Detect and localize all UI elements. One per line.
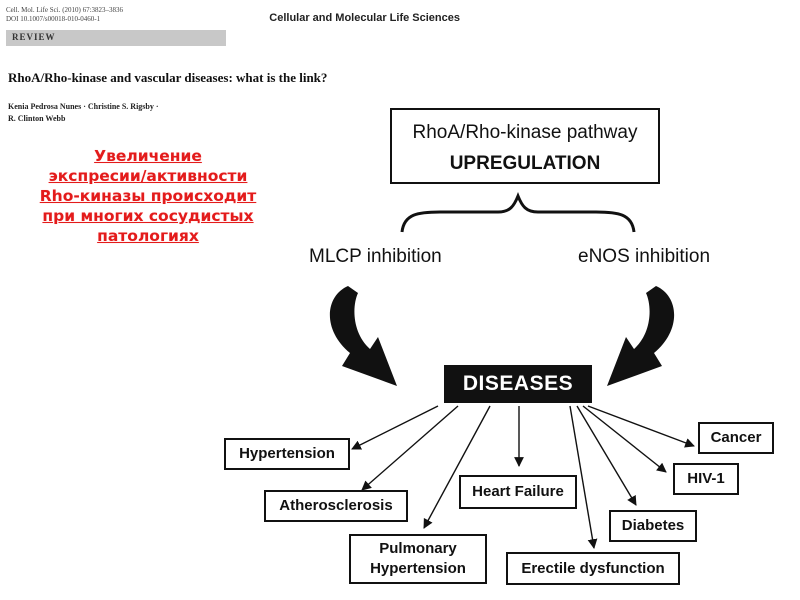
mlcp-inhibition-label: MLCP inhibition — [309, 246, 442, 267]
paper-title: RhoA/Rho-kinase and vascular diseases: w… — [8, 70, 328, 85]
arrow-erectile — [569, 405, 598, 549]
enos-inhibition-label: eNOS inhibition — [578, 246, 711, 267]
arrow-hiv — [582, 405, 667, 473]
pathway-state: UPREGULATION — [449, 153, 601, 174]
paper-authors: Kenia Pedrosa Nunes · Christine S. Rigsb… — [8, 101, 159, 125]
disease-atherosclerosis: Atherosclerosis — [264, 490, 408, 522]
right-curved-arrow — [607, 286, 675, 386]
annotation-line: Rho-киназы происходит — [39, 187, 257, 205]
pathway-title: RhoA/Rho-kinase pathway — [412, 122, 638, 143]
annotation-line: экспресии/активности — [48, 167, 248, 185]
arrow-cancer — [587, 405, 695, 448]
disease-hypertension: Hypertension — [224, 438, 350, 470]
authors-line-1: Kenia Pedrosa Nunes · Christine S. Rigsb… — [8, 102, 159, 111]
brace-shape — [400, 191, 636, 233]
pulmonary-line-1: Pulmonary — [379, 540, 457, 557]
pulmonary-line-2: Hypertension — [370, 560, 466, 577]
authors-line-2: R. Clinton Webb — [8, 114, 66, 123]
annotation-line: при многих сосудистых — [42, 207, 254, 225]
section-label: REVIEW — [12, 32, 56, 42]
arrow-atherosclerosis — [361, 405, 459, 491]
arrow-hypertension — [351, 405, 439, 450]
disease-pulmonary-hypertension: Pulmonary Hypertension — [349, 534, 487, 584]
journal-header: Cell. Mol. Life Sci. (2010) 67:3823–3836… — [6, 6, 464, 28]
diseases-box: DISEASES — [444, 365, 592, 403]
disease-heart-failure: Heart Failure — [459, 475, 577, 509]
arrow-diabetes — [576, 405, 637, 506]
arrow-pulmonary — [423, 405, 491, 529]
disease-hiv: HIV-1 — [673, 463, 739, 495]
section-bar: REVIEW — [6, 30, 226, 46]
disease-cancer: Cancer — [698, 422, 774, 454]
russian-annotation: Увеличение экспресии/активности Rho-кина… — [18, 146, 278, 246]
annotation-line: Увеличение — [94, 147, 202, 165]
citation-text: Cell. Mol. Life Sci. (2010) 67:3823–3836… — [6, 6, 124, 23]
annotation-line: патологиях — [97, 227, 199, 245]
journal-name: Cellular and Molecular Life Sciences — [269, 12, 460, 24]
pathway-box: RhoA/Rho-kinase pathway UPREGULATION — [390, 108, 660, 184]
left-curved-arrow — [329, 286, 397, 386]
disease-diabetes: Diabetes — [609, 510, 697, 542]
disease-erectile-dysfunction: Erectile dysfunction — [506, 552, 680, 585]
